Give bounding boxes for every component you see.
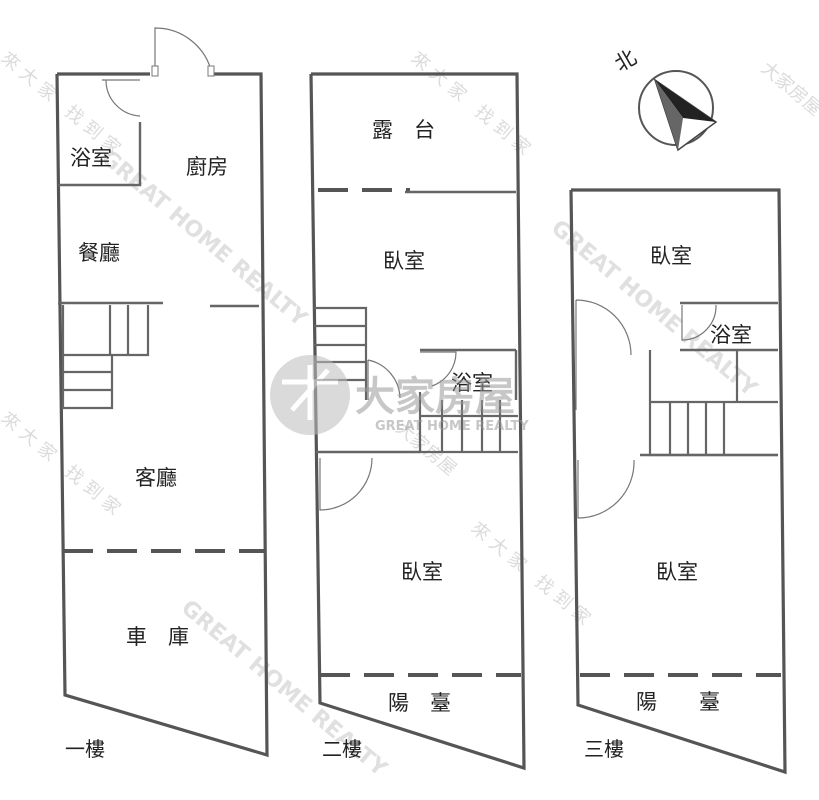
floor-1-bath-label: 浴室 — [70, 146, 112, 170]
floor-1: 浴室 廚房 餐廳 客廳 車 庫 一樓 — [55, 27, 269, 761]
watermark-cn-1: 來 大 家 找 到 家 — [0, 48, 124, 160]
floor-3: 臥室 浴室 臥室 陽 臺 三樓 — [569, 188, 787, 775]
floor-3-outline — [569, 188, 787, 775]
brand-logo-text: 大家房屋 — [355, 374, 515, 420]
floor-2-bedroom-bottom-label: 臥室 — [401, 560, 443, 584]
floor-1-living-label: 客廳 — [135, 466, 177, 490]
floor-3-title: 三樓 — [584, 737, 624, 761]
floor-3-bedroom-top-label: 臥室 — [650, 244, 692, 268]
floor-3-bath-walls — [680, 301, 778, 352]
floor-2-terrace-label: 露 台 — [372, 118, 435, 142]
floor-3-bedroom-bottom-label: 臥室 — [656, 560, 698, 584]
floor-3-bath-label: 浴室 — [710, 323, 752, 347]
compass-north-label: 北 — [611, 45, 641, 76]
floor-2-outline — [309, 72, 526, 771]
watermark-cn-2: 來 大 家 找 到 家 — [407, 48, 535, 160]
floor-1-divider — [58, 301, 259, 308]
floor-1-outline — [55, 72, 269, 758]
floor-2-door-a — [367, 359, 401, 400]
floor-2-bedroom-top-label: 臥室 — [383, 249, 425, 273]
watermark-logo-1: 大家房屋 — [757, 58, 819, 120]
brand-watermark: 大家房屋 GREAT HOME REALTY — [270, 355, 529, 435]
floor-1-bath-door — [102, 79, 141, 117]
floor-1-title: 一樓 — [65, 737, 105, 761]
floor-1-bath-walls — [58, 122, 142, 187]
floor-2-balcony-label: 陽 臺 — [388, 691, 451, 715]
floor-3-door-a — [575, 299, 632, 410]
floor-1-dining-label: 餐廳 — [78, 241, 120, 265]
brand-logo-subtext: GREAT HOME REALTY — [375, 419, 529, 434]
compass: 北 — [611, 45, 718, 152]
floor-2-bath-label: 浴室 — [451, 371, 493, 395]
floor-3-bath-door — [681, 304, 717, 341]
floor-1-kitchen-label: 廚房 — [186, 155, 228, 179]
floor-1-entry-door — [154, 27, 213, 75]
floor-3-balcony-label: 陽 臺 — [636, 690, 720, 714]
floor-2: 露 台 臥室 浴室 臥室 陽 臺 二樓 — [309, 72, 526, 771]
floor-2-door-b — [319, 457, 373, 511]
floor-2-title: 二樓 — [322, 737, 362, 761]
floor-1-stairs — [61, 305, 150, 410]
floor-2-bath-walls — [420, 348, 518, 400]
floor-2-bath-door — [420, 351, 457, 387]
floor-1-garage-label: 車 庫 — [126, 625, 189, 649]
floor-3-door-b — [577, 459, 635, 519]
